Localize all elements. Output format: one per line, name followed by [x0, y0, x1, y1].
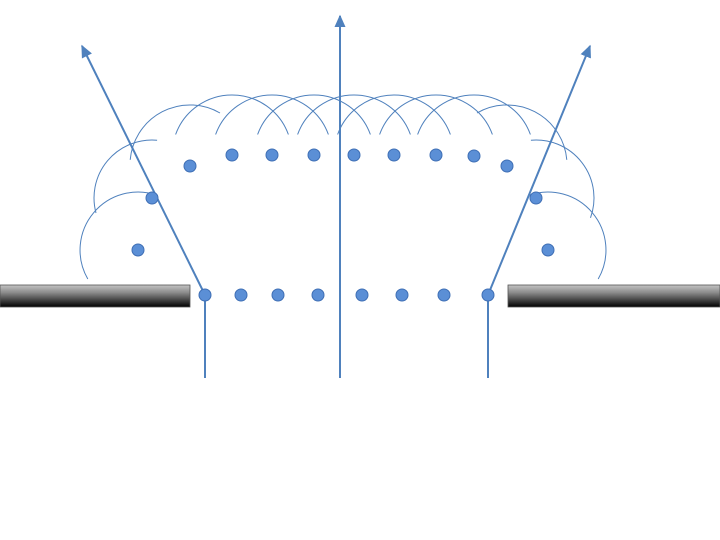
wavelet-arc [528, 191, 607, 280]
source-point [183, 159, 197, 173]
rays [81, 14, 591, 378]
source-point [271, 288, 285, 302]
wavelet-arc [79, 191, 158, 280]
source-point [437, 288, 451, 302]
ray-line [487, 44, 591, 296]
wavelet-arc [215, 94, 329, 135]
ray-line [81, 44, 206, 296]
wavelet-arc [175, 94, 289, 135]
wavelet-arc [297, 94, 411, 135]
wavelet-arc [93, 139, 158, 214]
source-point [529, 191, 543, 205]
left-barrier [0, 284, 191, 308]
source-point [355, 288, 369, 302]
source-point [234, 288, 248, 302]
wavelet-arcs [79, 94, 607, 280]
source-point [541, 243, 555, 257]
wavelet-arc [129, 104, 221, 160]
source-point [467, 149, 481, 163]
source-point [198, 288, 212, 302]
source-point [429, 148, 443, 162]
source-point [395, 288, 409, 302]
wavelet-arc [337, 94, 451, 135]
source-points [131, 148, 555, 302]
source-point [307, 148, 321, 162]
wavelet-arc [257, 94, 371, 135]
source-point [387, 148, 401, 162]
source-point [225, 148, 239, 162]
source-point [131, 243, 145, 257]
wavelet-arc [476, 104, 568, 160]
right-barrier [507, 284, 720, 308]
source-point [347, 148, 361, 162]
source-point [500, 159, 514, 173]
source-point [311, 288, 325, 302]
wavelet-arc [379, 94, 493, 135]
source-point [481, 288, 495, 302]
wavelet-arc [530, 139, 595, 218]
wavelet-arc [417, 94, 531, 135]
source-point [265, 148, 279, 162]
source-point [145, 191, 159, 205]
